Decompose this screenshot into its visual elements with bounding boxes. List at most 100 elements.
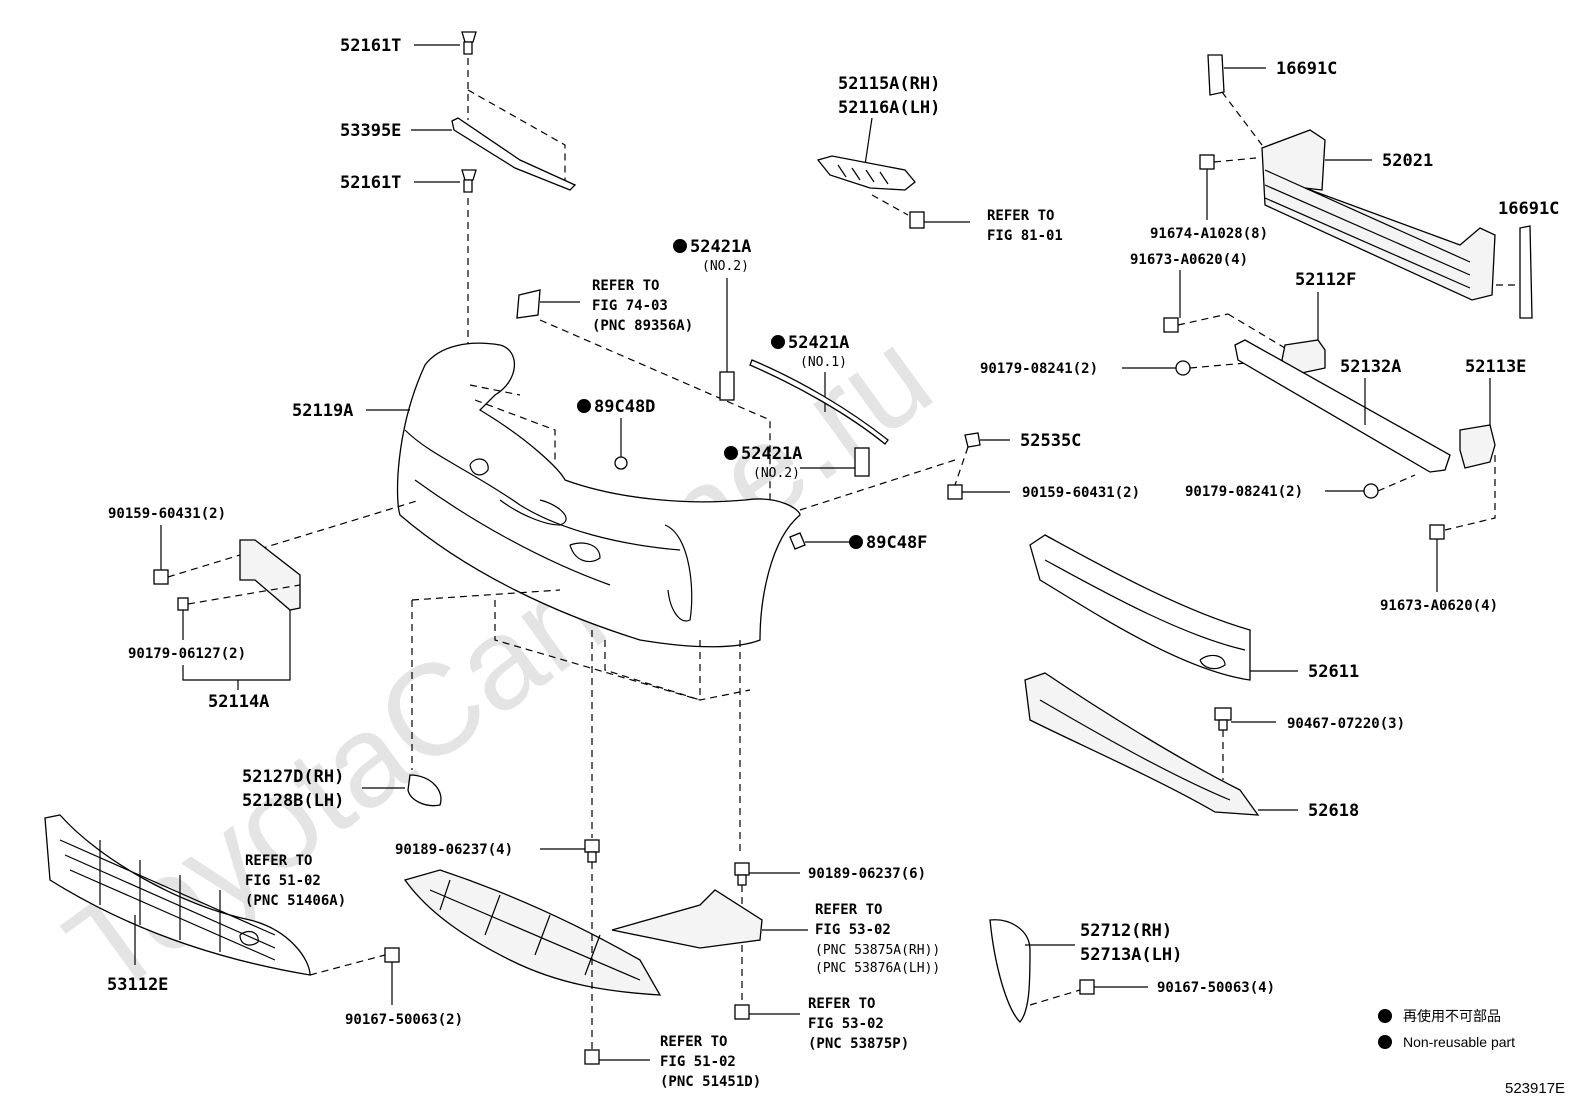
strip-52421A-no1 (749, 359, 889, 445)
label-53112E: 53112E (107, 975, 168, 995)
clip-90167-left (384, 947, 400, 963)
cap-16691C-top (1207, 54, 1225, 96)
non-reusable-dot (771, 335, 785, 349)
label-16691C-right: 16691C (1498, 199, 1559, 219)
bolt-90159-left (153, 569, 169, 585)
refer-51-02b-line3: (PNC 51451D) (660, 1074, 761, 1090)
label-52421A-no1: 52421A (788, 333, 849, 353)
bumper-cover-52119A (396, 342, 801, 648)
bolt-91674 (1199, 154, 1215, 170)
legend-text-en: Non-reusable part (1403, 1034, 1515, 1050)
absorber-52611 (1029, 534, 1251, 681)
emblem-plate-89356A (516, 289, 541, 319)
pad-52421A-no2-mid (854, 447, 870, 477)
undercover-51406A (403, 869, 662, 996)
label-52127D: 52127D(RH) (242, 767, 344, 787)
bolt-91673-top (1163, 317, 1179, 333)
label-52119A: 52119A (292, 401, 353, 421)
label-52421A-no1-sub: (NO.1) (800, 355, 847, 370)
refer-74-03-line3: (PNC 89356A) (592, 318, 693, 334)
label-52114A: 52114A (208, 692, 269, 712)
legend-dot-1 (1378, 1009, 1392, 1023)
clip-52161T-top (461, 31, 477, 55)
label-90179-08241-b: 90179-08241(2) (1185, 484, 1303, 500)
refer-81-01-line1: REFER TO (987, 208, 1054, 224)
label-52161T-top: 52161T (340, 36, 401, 56)
label-52712: 52712(RH) (1080, 921, 1172, 941)
clip-53875P (734, 1004, 750, 1020)
label-89C48D: 89C48D (594, 397, 655, 417)
reinforcement-52021 (1261, 129, 1496, 301)
clip-90467 (1214, 707, 1232, 731)
label-52421A-no2-mid: 52421A (741, 444, 802, 464)
label-52021: 52021 (1382, 151, 1433, 171)
label-52421A-no2-top-sub: (NO.2) (702, 259, 749, 274)
strip-53395E (451, 117, 577, 191)
pad-52421A-no2-top (719, 371, 735, 401)
refer-81-01-line2: FIG 81-01 (987, 228, 1063, 244)
grille-53112E (44, 814, 311, 976)
clip-90189-6 (734, 862, 750, 886)
legend-text-jp: 再使用不可部品 (1403, 1008, 1501, 1024)
label-52113E: 52113E (1465, 357, 1526, 377)
refer-53-02a-line3: (PNC 53875A(RH)) (815, 943, 940, 958)
label-52618: 52618 (1308, 801, 1359, 821)
refer-74-03-line1: REFER TO (592, 278, 659, 294)
refer-74-03-line2: FIG 74-03 (592, 298, 668, 314)
clip-51451D (584, 1049, 600, 1065)
label-52132A: 52132A (1340, 357, 1401, 377)
beam-52132A (1234, 339, 1451, 473)
refer-53-02a-line1: REFER TO (815, 902, 882, 918)
refer-53-02b-line1: REFER TO (808, 996, 875, 1012)
label-52611: 52611 (1308, 662, 1359, 682)
refer-51-02a-line2: FIG 51-02 (245, 873, 321, 889)
refer-51-02a-line3: (PNC 51406A) (245, 893, 346, 909)
clip-52535C (964, 432, 981, 448)
label-90179-08241-a: 90179-08241(2) (980, 361, 1098, 377)
label-16691C-top: 16691C (1276, 59, 1337, 79)
refer-51-02b-line1: REFER TO (660, 1034, 727, 1050)
label-90467: 90467-07220(3) (1287, 716, 1405, 732)
refer-53-02b-line2: FIG 53-02 (808, 1016, 884, 1032)
clip-90179-06127 (177, 597, 189, 611)
bolt-81-01 (909, 211, 925, 229)
label-90167-50063-4: 90167-50063(4) (1157, 980, 1275, 996)
refer-51-02a-line1: REFER TO (245, 853, 312, 869)
non-reusable-dot (577, 399, 591, 413)
label-90167-50063-2: 90167-50063(2) (345, 1012, 463, 1028)
bracket-52618 (1024, 672, 1260, 816)
clip-89C48D (614, 456, 628, 470)
bolt-91673-bottom (1429, 524, 1445, 540)
cap-16691C-right (1519, 225, 1533, 319)
label-91673-bottom: 91673-A0620(4) (1380, 598, 1498, 614)
label-90159-60431-right: 90159-60431(2) (1022, 485, 1140, 501)
nut-90179-a (1175, 360, 1191, 376)
label-52535C: 52535C (1020, 431, 1081, 451)
clip-89C48F (789, 532, 806, 550)
refer-53-02a-line4: (PNC 53876A(LH)) (815, 961, 940, 976)
label-52161T-mid: 52161T (340, 173, 401, 193)
label-89C48F: 89C48F (866, 533, 927, 553)
non-reusable-dot (849, 535, 863, 549)
non-reusable-dot (673, 239, 687, 253)
clip-90189-4 (584, 839, 600, 863)
clip-90167-right (1079, 979, 1095, 995)
non-reusable-dot (724, 446, 738, 460)
label-90159-60431-left: 90159-60431(2) (108, 506, 226, 522)
label-90189-4: 90189-06237(4) (395, 842, 513, 858)
bracket-52114A (239, 539, 301, 611)
label-52112F: 52112F (1295, 270, 1356, 290)
label-91674: 91674-A1028(8) (1150, 226, 1268, 242)
clip-52161T-mid (461, 169, 477, 193)
bracket-52115A (816, 155, 916, 191)
nut-90179-b (1363, 483, 1379, 499)
label-90189-6: 90189-06237(6) (808, 866, 926, 882)
bolt-90159-right (947, 484, 963, 500)
label-52115A: 52115A(RH) (838, 74, 940, 94)
refer-53-02a-line2: FIG 53-02 (815, 922, 891, 938)
label-52421A-no2-top: 52421A (690, 237, 751, 257)
label-91673-top: 91673-A0620(4) (1130, 252, 1248, 268)
label-52421A-no2-mid-sub: (NO.2) (753, 466, 800, 481)
label-53395E: 53395E (340, 121, 401, 141)
